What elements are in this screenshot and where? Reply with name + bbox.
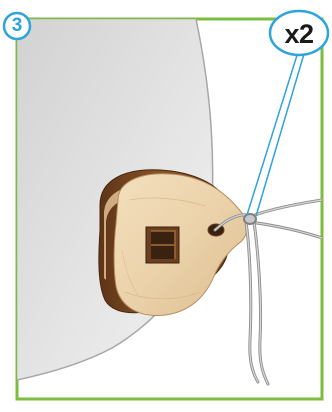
square-slot [146, 227, 179, 263]
step-number: 3 [4, 13, 30, 39]
quantity-label: x2 [269, 14, 329, 54]
